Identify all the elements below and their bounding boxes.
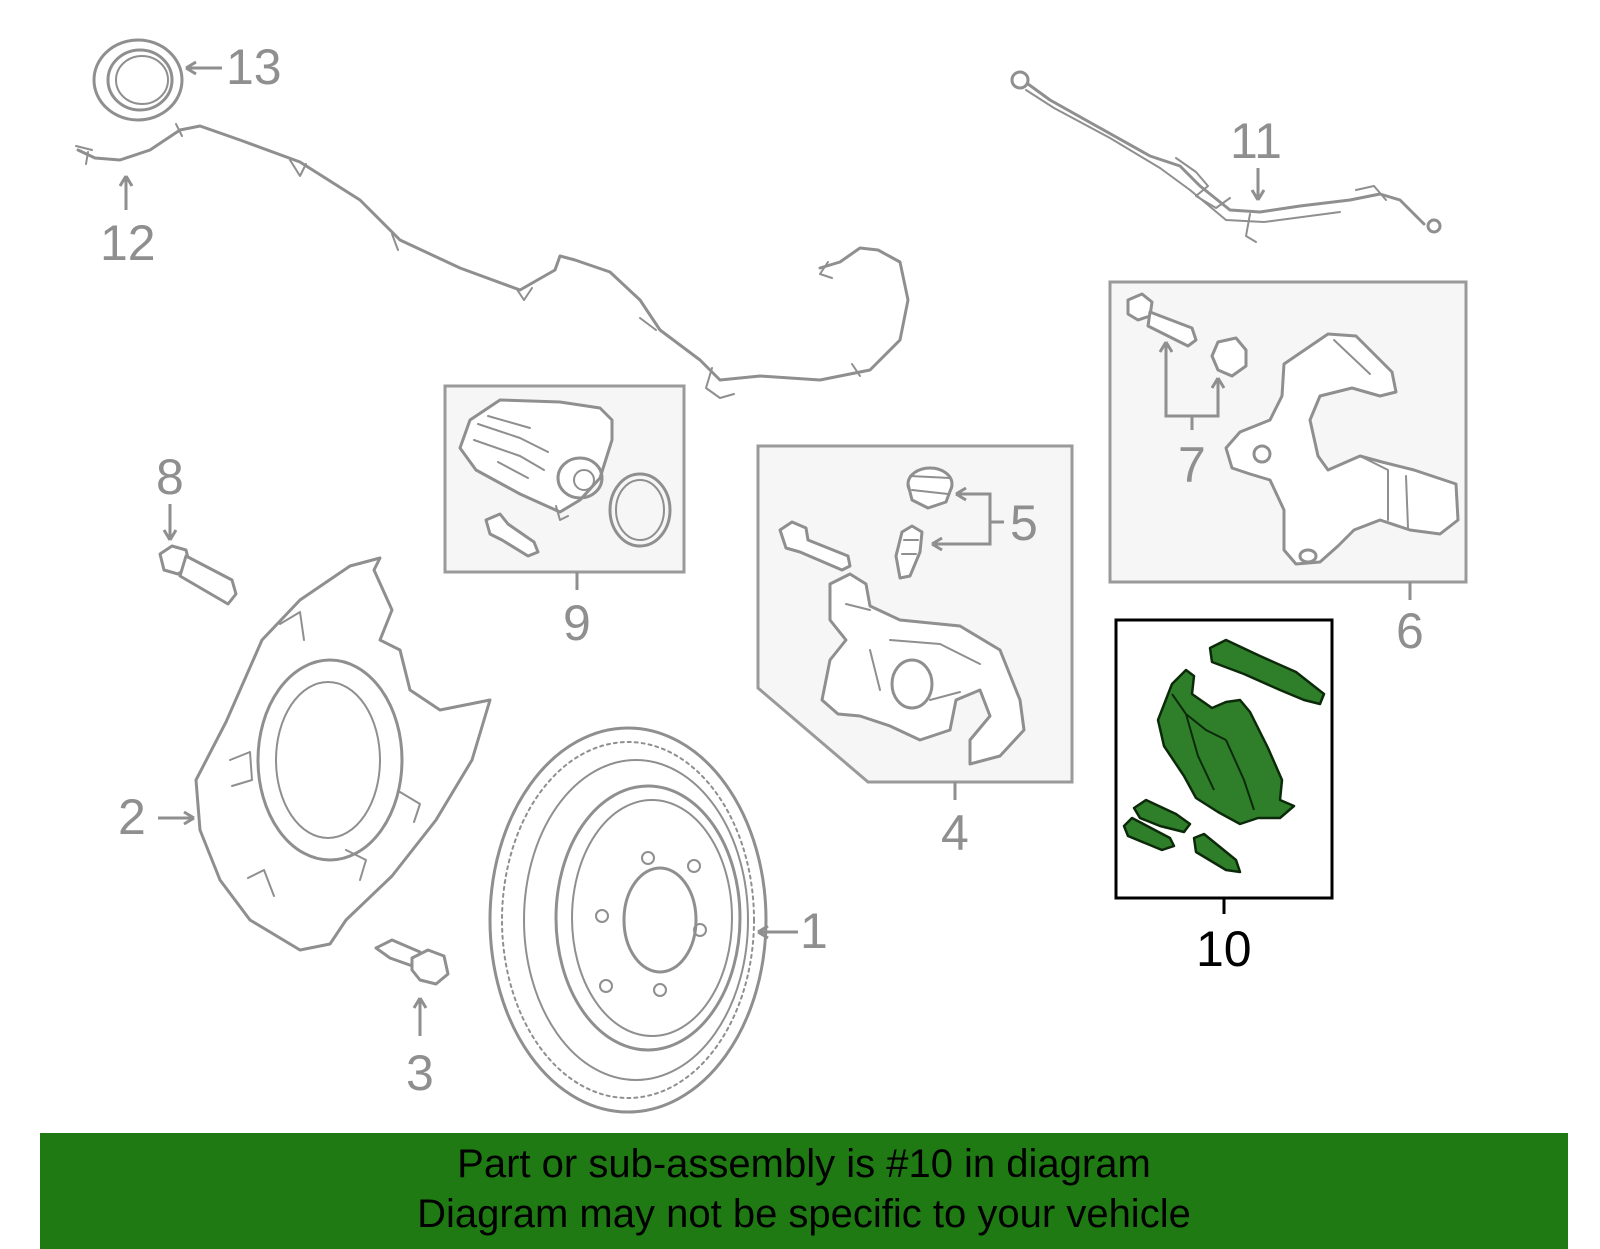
callout-5[interactable]: 5 (1010, 495, 1038, 551)
part-11-sensor-wire[interactable] (1010, 70, 1442, 243)
callout-arrow-2 (158, 810, 195, 826)
part-3-bolt[interactable] (374, 938, 450, 986)
part-9-caliper[interactable] (458, 398, 672, 558)
part-12-sensor-harness[interactable] (75, 123, 910, 399)
part-1-brake-rotor[interactable] (488, 726, 768, 1114)
part-13-seal[interactable] (92, 38, 184, 122)
callout-12[interactable]: 12 (100, 215, 156, 271)
callout-arrow-8 (162, 504, 178, 541)
callout-arrow-12 (118, 175, 134, 210)
callout-arrow-7 (1158, 341, 1226, 430)
callout-1[interactable]: 1 (800, 903, 828, 959)
callout-3[interactable]: 3 (406, 1045, 434, 1101)
part-6-bracket[interactable] (1126, 292, 1460, 566)
info-banner: Part or sub-assembly is #10 in diagram D… (40, 1133, 1568, 1249)
callout-arrow-3 (412, 997, 428, 1036)
part-8-bolt[interactable] (158, 544, 238, 606)
callout-arrow-13 (185, 60, 222, 76)
callout-10[interactable]: 10 (1196, 921, 1252, 977)
part-4-caliper[interactable] (778, 520, 1026, 766)
callout-13[interactable]: 13 (226, 39, 282, 95)
banner-line-2: Diagram may not be specific to your vehi… (417, 1192, 1191, 1236)
callout-8[interactable]: 8 (156, 449, 184, 505)
callout-arrow-11 (1250, 168, 1266, 201)
part-5-bleeder-and-cap[interactable] (894, 466, 954, 580)
part-10-brake-pads[interactable] (1122, 638, 1326, 874)
callout-11[interactable]: 11 (1230, 113, 1282, 169)
callout-9[interactable]: 9 (563, 595, 591, 651)
callout-arrow-1 (757, 924, 798, 940)
callout-2[interactable]: 2 (118, 789, 146, 845)
callout-7[interactable]: 7 (1178, 437, 1206, 493)
callout-4[interactable]: 4 (941, 805, 969, 861)
callout-6[interactable]: 6 (1396, 603, 1424, 659)
callout-arrow-5 (931, 486, 1004, 552)
banner-line-1: Part or sub-assembly is #10 in diagram (457, 1142, 1151, 1186)
part-2-dust-shield[interactable] (194, 556, 492, 952)
